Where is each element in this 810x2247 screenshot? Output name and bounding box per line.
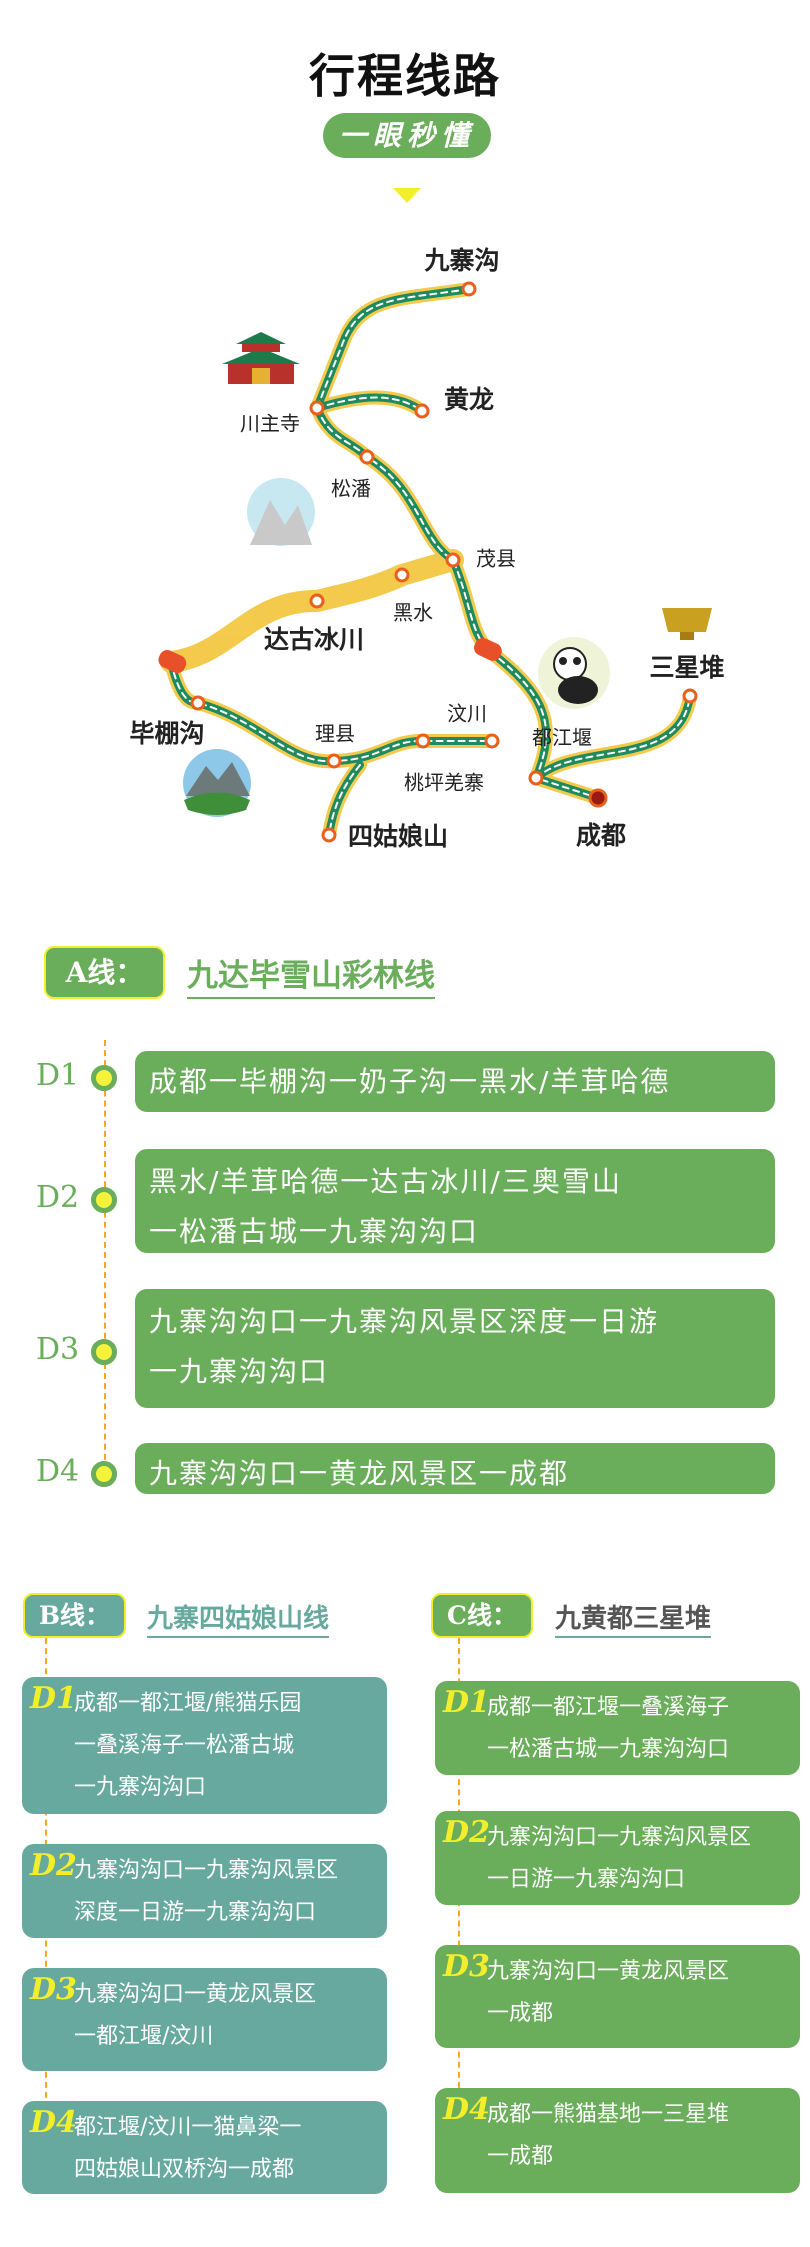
mountain-landscape-icon: [183, 749, 251, 817]
map-label: 四姑娘山: [347, 822, 449, 851]
map-label: 松潘: [331, 476, 371, 501]
route-c-title: 九黄都三星堆: [555, 1598, 712, 1638]
car-icon: [158, 637, 502, 673]
day-text: 成都一都江堰一叠溪海子: [487, 1695, 730, 1720]
panda-icon: [538, 637, 610, 709]
map-stop-node: [190, 695, 206, 711]
day-text: 一九寨沟沟口: [74, 1775, 207, 1800]
route-a-tag: A线：: [44, 946, 165, 999]
map-stop-node: [326, 753, 342, 769]
snow-mountain-icon: [247, 478, 315, 546]
day-label: D3: [443, 1949, 490, 1984]
route-b-tag: B线：: [23, 1593, 126, 1638]
map-stop-node: [309, 400, 325, 416]
day-text: 一松潘古城一九寨沟沟口: [487, 1737, 730, 1762]
day-text: 一日游一九寨沟沟口: [487, 1867, 686, 1892]
day-text: 一叠溪海子一松潘古城: [74, 1733, 295, 1758]
route-c-tag: C线：: [431, 1593, 533, 1638]
day-label: D4: [30, 2105, 77, 2140]
map-label: 都江堰: [532, 725, 592, 750]
day-text: 成都一熊猫基地一三星堆: [487, 2102, 730, 2127]
day-label: D2: [30, 1848, 77, 1883]
day-label: D3: [30, 1972, 77, 2007]
map-label: 三星堆: [649, 653, 725, 682]
map-label: 桃坪羌寨: [404, 770, 484, 795]
map-stop-node: [415, 733, 431, 749]
map-stop-node: [321, 827, 337, 843]
map-label: 毕棚沟: [129, 719, 205, 748]
day-text: 成都一毕棚沟一奶子沟一黑水/羊茸哈德: [149, 1065, 671, 1098]
route-a-title: 九达毕雪山彩林线: [187, 950, 435, 999]
day-card: 九寨沟沟口一黄龙风景区一成都: [135, 1443, 775, 1494]
day-text: 深度一日游一九寨沟沟口: [74, 1900, 317, 1925]
route-b-title: 九寨四姑娘山线: [147, 1598, 330, 1638]
timeline-dot: [91, 1065, 117, 1091]
day-text: 一松潘古城一九寨沟沟口: [149, 1215, 480, 1248]
map-label: 理县: [315, 721, 355, 746]
bronze-mask-icon: [662, 608, 712, 640]
day-text: 四姑娘山双桥沟一成都: [74, 2157, 295, 2182]
day-text: 一九寨沟沟口: [149, 1355, 330, 1388]
map-stop-node: [682, 688, 698, 704]
day-label: D4: [36, 1454, 80, 1489]
day-label: D3: [36, 1332, 80, 1367]
map-label: 黑水: [393, 600, 433, 625]
subtitle-pill: 一眼秒懂: [323, 113, 491, 158]
timeline-dot: [91, 1461, 117, 1487]
map-label: 茂县: [476, 546, 516, 571]
day-text: 一成都: [487, 2144, 554, 2169]
day-text: 九寨沟沟口一九寨沟风景区深度一日游: [149, 1305, 660, 1338]
map-label: 川主寺: [240, 411, 300, 436]
map-stop-node: [359, 449, 375, 465]
map-stop-node: [484, 733, 500, 749]
day-text: 黑水/羊茸哈德一达古冰川/三奥雪山: [149, 1165, 622, 1198]
map-stop-node: [394, 567, 410, 583]
map-label: 成都: [575, 821, 627, 850]
day-label: D1: [36, 1058, 80, 1093]
map-label: 黄龙: [443, 385, 495, 414]
day-text: 都江堰/汶川一猫鼻梁一: [74, 2115, 302, 2140]
map-stop-node: [414, 403, 430, 419]
map-label: 达古冰川: [263, 625, 365, 654]
map-stop-node: [461, 281, 477, 297]
map-stop-node: [588, 788, 608, 808]
map-stop-node: [445, 552, 461, 568]
day-text: 九寨沟沟口一九寨沟风景区: [74, 1858, 339, 1883]
temple-icon: [222, 332, 300, 384]
day-label: D1: [30, 1681, 77, 1716]
day-text: 九寨沟沟口一九寨沟风景区: [487, 1825, 752, 1850]
day-card: 九寨沟沟口一九寨沟风景区深度一日游一九寨沟沟口: [135, 1289, 775, 1408]
timeline-dot: [91, 1187, 117, 1213]
page-title: 行程线路: [309, 49, 501, 103]
day-text: 九寨沟沟口一黄龙风景区: [74, 1982, 317, 2007]
down-arrow-icon: [393, 188, 421, 203]
map-label: 九寨沟: [424, 246, 500, 275]
route-map-lines: [158, 281, 712, 843]
map-stop-node: [528, 770, 544, 786]
day-card: 成都一毕棚沟一奶子沟一黑水/羊茸哈德: [135, 1051, 775, 1112]
map-label: 汶川: [447, 701, 487, 726]
day-text: 一成都: [487, 2001, 554, 2026]
map-stop-node: [309, 593, 325, 609]
day-label: D2: [36, 1180, 80, 1215]
day-text: 一都江堰/汶川: [74, 2024, 214, 2049]
route-map: 九寨沟川主寺 黄龙松潘茂县黑水达古冰川毕棚沟 理县 汶川桃坪羌寨 都江堰 三星堆成都 四姑娘…: [0, 220, 810, 860]
day-text: 成都一都江堰/熊猫乐园: [74, 1691, 302, 1716]
day-label: D4: [443, 2092, 490, 2127]
day-text: 九寨沟沟口一黄龙风景区: [487, 1959, 730, 1984]
day-text: 九寨沟沟口一黄龙风景区一成都: [149, 1457, 570, 1490]
timeline-dot: [91, 1339, 117, 1365]
timeline-a: [104, 1040, 106, 1480]
day-label: D1: [443, 1685, 490, 1720]
day-card: 黑水/羊茸哈德一达古冰川/三奥雪山一松潘古城一九寨沟沟口: [135, 1149, 775, 1253]
day-label: D2: [443, 1815, 490, 1850]
